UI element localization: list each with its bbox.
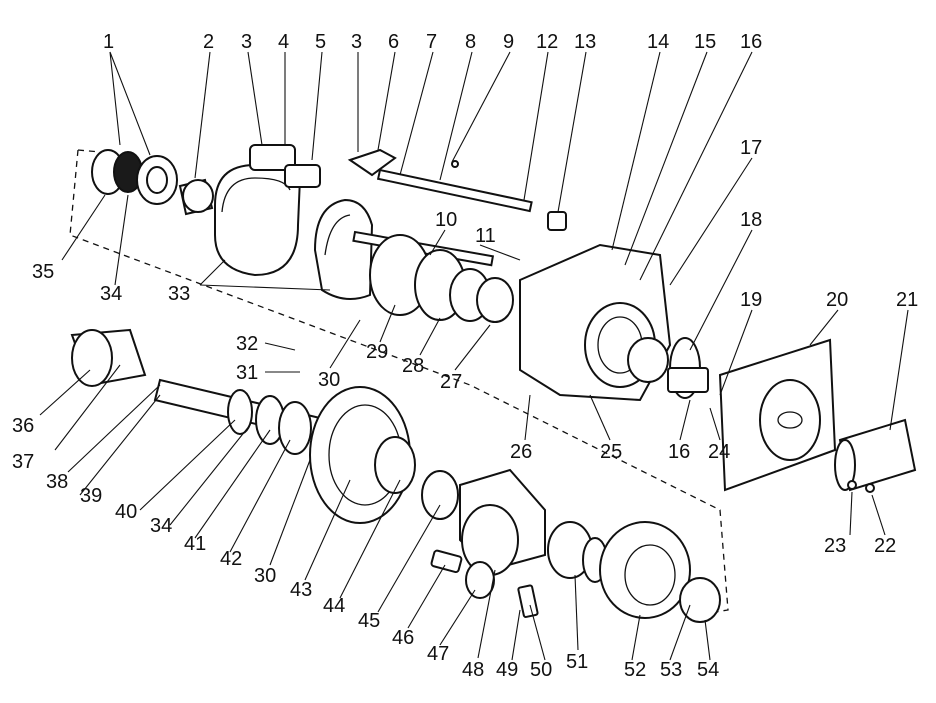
callout-35: 35 — [32, 261, 54, 283]
callout-21: 21 — [896, 289, 918, 311]
callout-25: 25 — [600, 441, 622, 463]
ring-gear-43 — [309, 386, 416, 524]
brake-band-33 — [214, 144, 321, 277]
callout-7: 7 — [426, 31, 437, 53]
assembly-axis-lines — [69, 149, 729, 613]
callout-43: 43 — [290, 579, 312, 601]
callout-33: 33 — [168, 283, 190, 305]
carrier-47 — [421, 468, 546, 618]
callout-50: 50 — [530, 659, 552, 681]
callout-32: 32 — [236, 333, 258, 355]
clutch-pack-28 — [369, 234, 514, 323]
callout-48: 48 — [462, 659, 484, 681]
callout-4: 4 — [278, 31, 289, 53]
callout-39: 39 — [80, 485, 102, 507]
gasket-plate-20 — [718, 338, 837, 492]
leader-lines — [39, 51, 909, 661]
callout-30: 30 — [318, 369, 340, 391]
drum-52 — [599, 521, 721, 623]
callout-14: 14 — [647, 31, 669, 53]
callout-31: 31 — [236, 362, 258, 384]
bearing-pair-1 — [91, 149, 178, 205]
callout-18: 18 — [740, 209, 762, 231]
cover-21 — [834, 418, 917, 493]
callout-9: 9 — [503, 31, 514, 53]
callout-38: 38 — [46, 471, 68, 493]
callout-45: 45 — [358, 610, 380, 632]
callout-30b: 30 — [254, 565, 276, 587]
callout-24: 24 — [708, 441, 730, 463]
callout-27: 27 — [440, 371, 462, 393]
callout-53: 53 — [660, 659, 682, 681]
callout-49: 49 — [496, 659, 518, 681]
callout-12: 12 — [536, 31, 558, 53]
callout-52: 52 — [624, 659, 646, 681]
bushing-2 — [178, 178, 214, 216]
callout-42: 42 — [220, 548, 242, 570]
callout-13: 13 — [574, 31, 596, 53]
callout-29: 29 — [366, 341, 388, 363]
callout-46: 46 — [392, 627, 414, 649]
callout-19: 19 — [740, 289, 762, 311]
callout-34: 34 — [100, 283, 122, 305]
callout-47: 47 — [427, 643, 449, 665]
callout-labels: 1 2 3 4 5 3 6 7 8 9 12 13 14 15 16 17 10… — [12, 31, 918, 681]
callout-16b: 16 — [668, 441, 690, 463]
callout-37: 37 — [12, 451, 34, 473]
shaft-18 — [627, 337, 709, 399]
callout-54: 54 — [697, 659, 719, 681]
callout-6: 6 — [388, 31, 399, 53]
callout-3: 3 — [241, 31, 252, 53]
callout-23: 23 — [824, 535, 846, 557]
callout-16: 16 — [740, 31, 762, 53]
callout-26: 26 — [510, 441, 532, 463]
callout-28: 28 — [402, 355, 424, 377]
shaft-40 — [153, 378, 322, 455]
callout-41: 41 — [184, 533, 206, 555]
callout-36: 36 — [12, 415, 34, 437]
callout-17: 17 — [740, 137, 762, 159]
callout-5: 5 — [315, 31, 326, 53]
gear-51 — [547, 521, 608, 583]
callout-11: 11 — [475, 225, 496, 247]
callout-8: 8 — [465, 31, 476, 53]
callout-1: 1 — [103, 31, 114, 53]
callout-15: 15 — [694, 31, 716, 53]
callout-34b: 34 — [150, 515, 172, 537]
callout-22: 22 — [874, 535, 896, 557]
callout-10: 10 — [435, 209, 457, 231]
callout-2: 2 — [203, 31, 214, 53]
coupling-36 — [70, 328, 147, 387]
lever-shaft-7-8 — [347, 148, 567, 231]
callout-51: 51 — [566, 651, 588, 673]
callout-3b: 3 — [351, 31, 362, 53]
callout-44: 44 — [323, 595, 345, 617]
brake-band-29 — [313, 198, 374, 300]
callout-40: 40 — [115, 501, 137, 523]
callout-20: 20 — [826, 289, 848, 311]
